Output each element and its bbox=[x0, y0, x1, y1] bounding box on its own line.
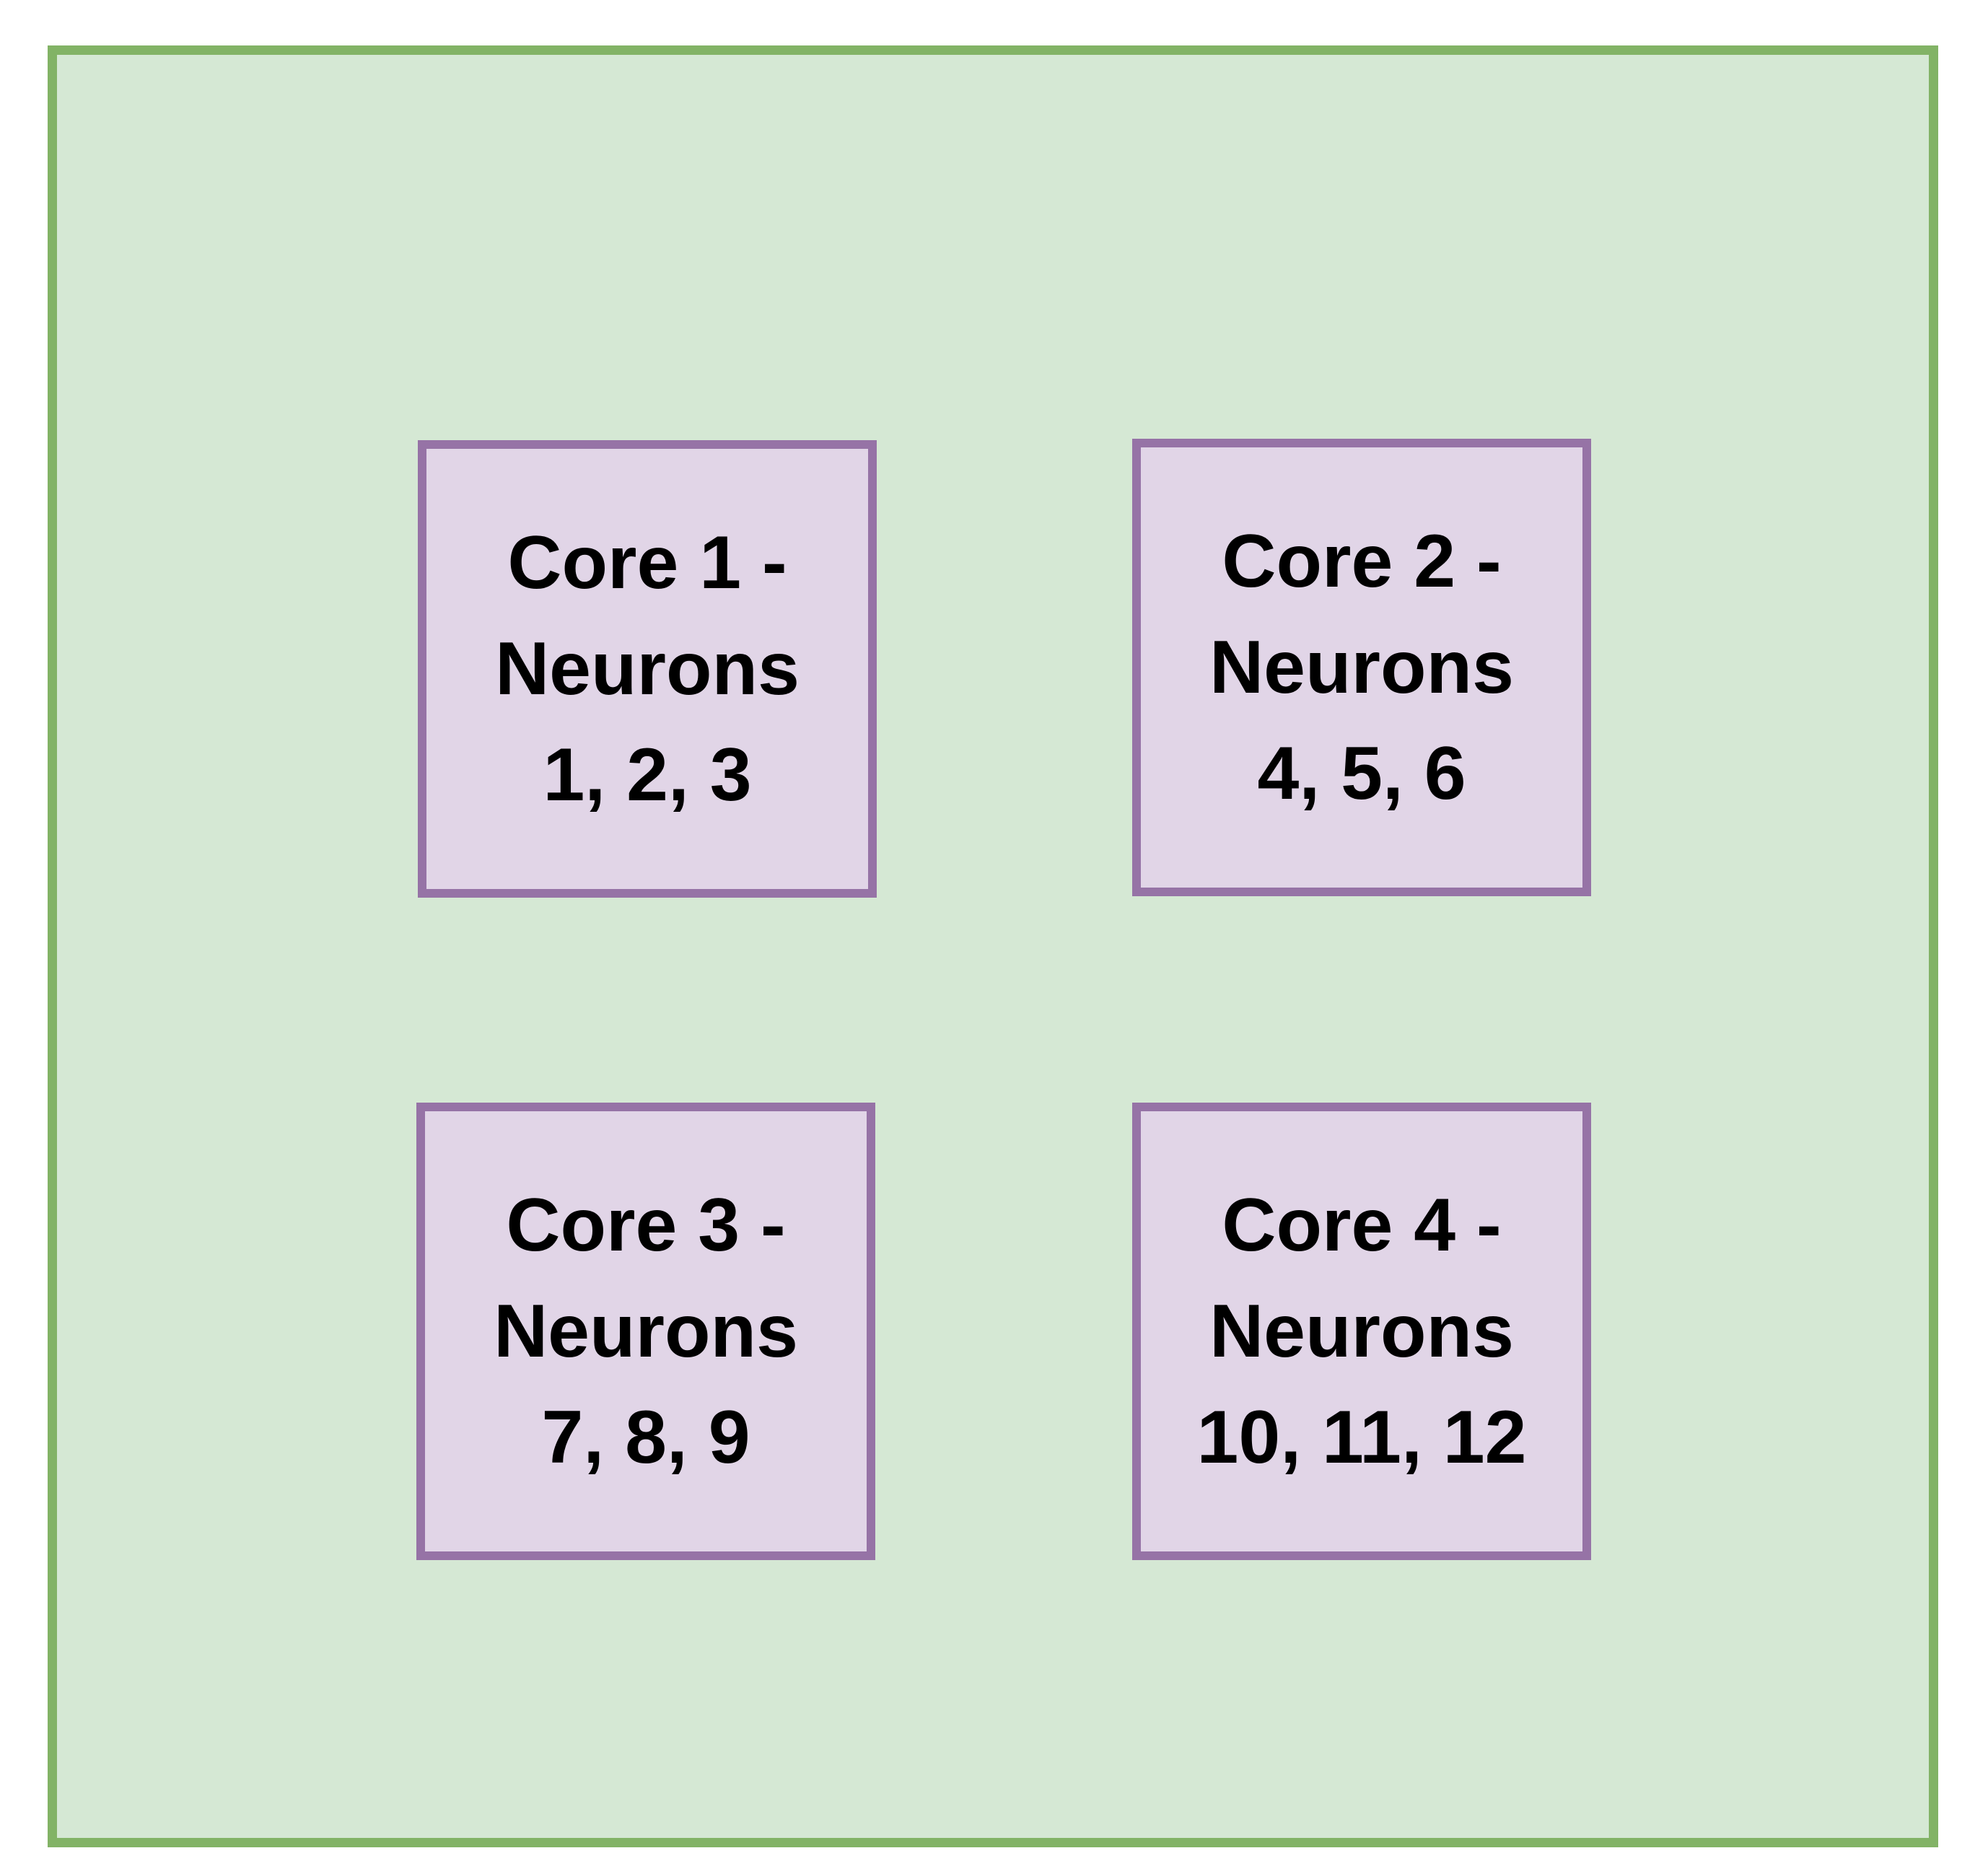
core-1-node: Core 1 - Neurons 1, 2, 3 bbox=[418, 440, 877, 898]
chip-container: Core 1 - Neurons 1, 2, 3 Core 2 - Neuron… bbox=[48, 45, 1938, 1847]
core-1-label-line-2: Neurons bbox=[495, 626, 800, 711]
core-2-label-line-1: Core 2 - bbox=[1222, 519, 1502, 603]
core-3-label-line-3: 7, 8, 9 bbox=[541, 1395, 750, 1479]
core-4-label-line-1: Core 4 - bbox=[1222, 1183, 1502, 1267]
core-4-label-line-3: 10, 11, 12 bbox=[1196, 1395, 1527, 1479]
core-2-node: Core 2 - Neurons 4, 5, 6 bbox=[1132, 439, 1591, 896]
core-3-label-line-1: Core 3 - bbox=[506, 1183, 786, 1267]
core-4-label-line-2: Neurons bbox=[1209, 1289, 1514, 1373]
core-3-label-line-2: Neurons bbox=[494, 1289, 798, 1373]
core-2-label-line-2: Neurons bbox=[1209, 625, 1514, 709]
core-3-node: Core 3 - Neurons 7, 8, 9 bbox=[416, 1103, 875, 1560]
core-2-label-line-3: 4, 5, 6 bbox=[1257, 731, 1466, 815]
core-1-label-line-3: 1, 2, 3 bbox=[543, 732, 752, 817]
core-4-node: Core 4 - Neurons 10, 11, 12 bbox=[1132, 1103, 1591, 1560]
core-1-label-line-1: Core 1 - bbox=[507, 520, 787, 605]
